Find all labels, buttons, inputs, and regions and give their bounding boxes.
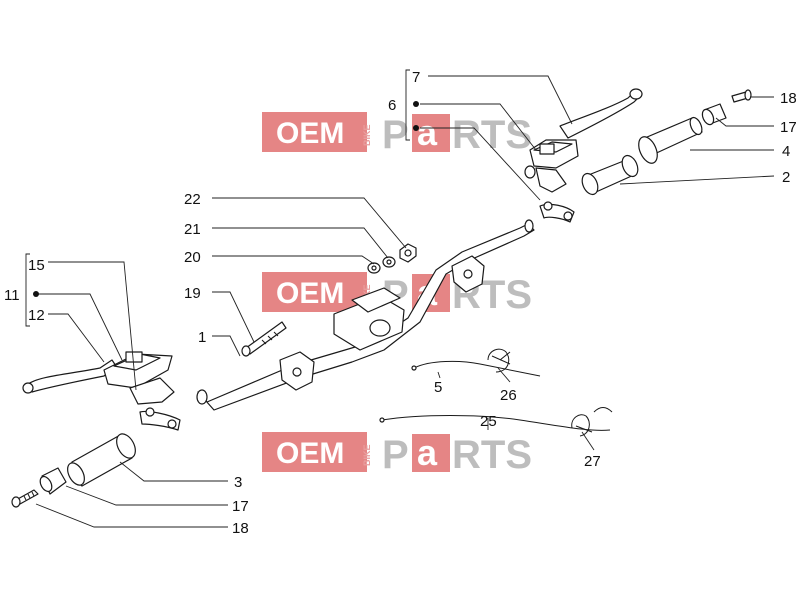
callout-17-left: 17 — [232, 498, 249, 515]
callout-26: 26 — [500, 387, 517, 404]
right-throttle-sleeve — [581, 154, 639, 196]
left-grip — [67, 433, 136, 487]
watermark-a-text: a — [417, 432, 438, 473]
callout-6: 6 — [388, 97, 396, 114]
callout-22: 22 — [184, 191, 201, 208]
callout-17-right: 17 — [780, 119, 797, 136]
callout-18-right: 18 — [780, 90, 797, 107]
watermark-oem-text: OEM — [276, 277, 344, 310]
leader-lines — [25, 69, 775, 528]
left-bar-end — [39, 467, 67, 495]
right-bar-end — [701, 103, 727, 126]
watermark-p-text: P — [382, 433, 409, 477]
clip-27 — [571, 414, 593, 437]
left-brake-lever — [22, 359, 117, 394]
nut-22 — [399, 243, 417, 263]
callout-15: 15 — [28, 257, 45, 274]
watermark-oem-text: OEM — [276, 437, 344, 470]
callout-11: 11 — [4, 287, 20, 304]
watermark-rts-text: RTS — [452, 113, 532, 157]
clip-26 — [487, 348, 511, 373]
watermark-p-text: P — [382, 113, 409, 157]
handlebar-tube — [196, 219, 535, 411]
washer-20 — [367, 262, 381, 274]
callout-4: 4 — [782, 143, 790, 160]
watermark-oem-text: OEM — [276, 117, 344, 150]
callout-27: 27 — [584, 453, 601, 470]
callout-7: 7 — [412, 69, 420, 86]
callout-3: 3 — [234, 474, 242, 491]
right-bar-end-screw — [731, 89, 752, 103]
right-throttle-grip — [638, 116, 703, 164]
callout-12: 12 — [28, 307, 45, 324]
watermark-rts-text: RTS — [452, 433, 532, 477]
callout-18-left: 18 — [232, 520, 249, 537]
cable-5 — [411, 351, 541, 377]
callout-20: 20 — [184, 249, 201, 266]
watermark-a-text: a — [417, 112, 438, 153]
right-brake-lever — [559, 88, 643, 139]
left-lower-clamp — [139, 407, 181, 431]
watermark-bike-text: BIKE — [362, 124, 372, 146]
watermark-top: OEM BIKE P a RTS — [262, 112, 532, 157]
callout-5: 5 — [434, 379, 442, 396]
watermark-bike-text: BIKE — [362, 444, 372, 466]
right-lower-clamp — [539, 201, 575, 223]
right-master-cylinder — [524, 139, 579, 193]
left-master-cylinder — [103, 351, 175, 405]
washer-21 — [382, 256, 396, 268]
clamp-bolt — [241, 321, 287, 357]
callout-21: 21 — [184, 221, 201, 238]
callout-1: 1 — [198, 329, 206, 346]
watermark-bottom: OEM BIKE P a RTS — [262, 432, 532, 477]
left-bar-end-screw — [11, 489, 39, 508]
callout-labels: 7 6 18 17 4 2 22 21 20 19 1 15 11 12 5 2… — [4, 69, 797, 537]
callout-19: 19 — [184, 285, 201, 302]
callout-2: 2 — [782, 169, 790, 186]
callout-25: 25 — [480, 413, 497, 430]
bullet-dots — [33, 101, 419, 297]
